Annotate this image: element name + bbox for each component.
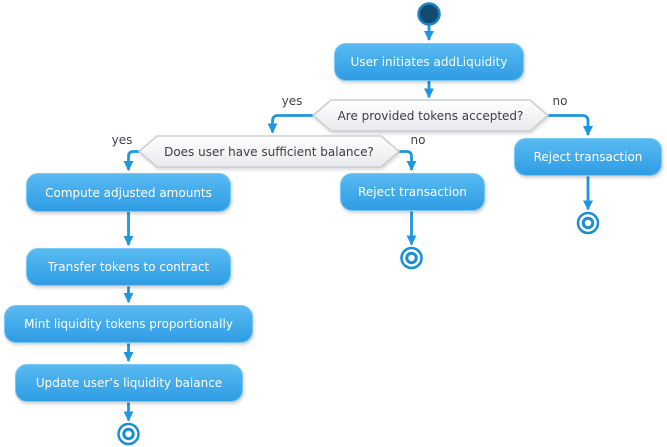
edge-tokens-yes — [267, 114, 313, 134]
edge-label-balance-yes: yes — [111, 133, 133, 147]
start-node-icon — [417, 2, 441, 26]
activity-update-balance: Update user’s liquidity balance — [15, 364, 243, 402]
decision-tokens-accepted-shape — [311, 99, 550, 132]
edge-label-balance-no: no — [410, 133, 426, 147]
activity-user-initiates: User initiates addLiquidity — [334, 43, 524, 81]
activity-transfer-tokens: Transfer tokens to contract — [26, 248, 231, 286]
activity-compute-amounts: Compute adjusted amounts — [26, 173, 231, 212]
activity-reject-transaction-balance: Reject transaction — [340, 173, 485, 211]
edge-balance-yes — [123, 150, 139, 171]
edge-balance-no — [399, 150, 417, 171]
edge-label-tokens-yes: yes — [281, 94, 303, 108]
decision-sufficient-balance-label: Does user have sufficient balance? — [164, 144, 374, 159]
edge-label-tokens-no: no — [552, 94, 568, 108]
end-node-main-icon — [117, 422, 140, 446]
edge-tokens-no — [548, 114, 593, 136]
activity-mint-tokens: Mint liquidity tokens proportionally — [4, 305, 253, 343]
decision-sufficient-balance-shape — [137, 135, 401, 168]
end-node-balance-no-icon — [400, 246, 423, 270]
decision-tokens-accepted-label: Are provided tokens accepted? — [337, 108, 524, 123]
activity-reject-transaction-tokens: Reject transaction — [514, 138, 662, 176]
end-node-tokens-no-icon — [576, 211, 600, 235]
